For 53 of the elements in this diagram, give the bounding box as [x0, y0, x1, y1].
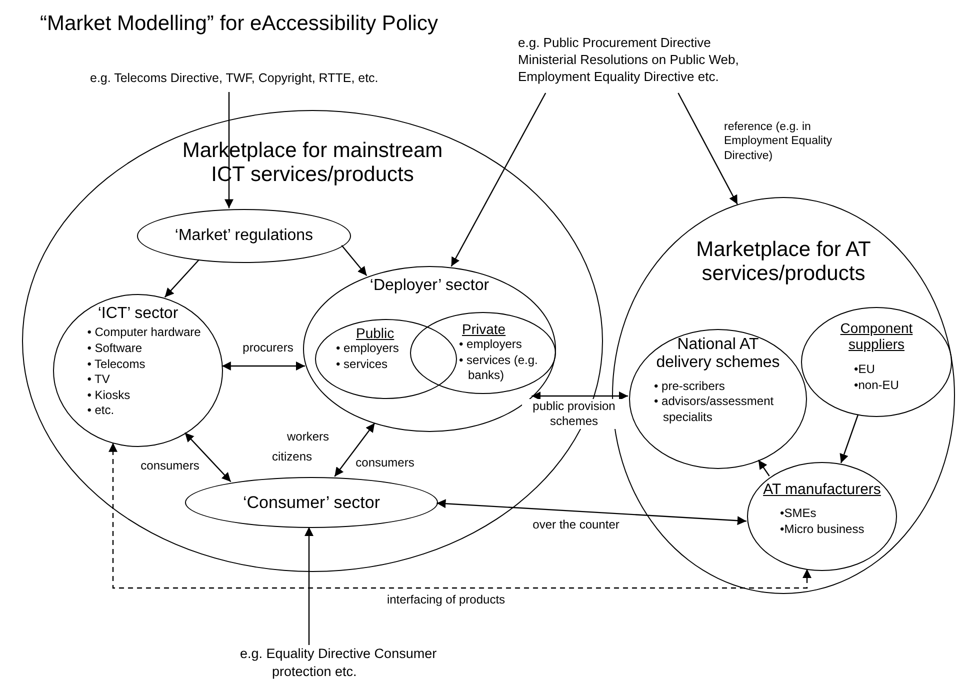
bullet-item: • Software [87, 340, 144, 357]
bullet-item: • employers [336, 341, 400, 357]
arrow [532, 392, 628, 400]
note-text: e.g. Public Procurement Directive Ministerial Resolutions on Public Web, Employment Equality Directive etc. [518, 35, 740, 86]
bullet-item: • TV [87, 372, 111, 388]
bullet-item: •SMEs [780, 506, 818, 522]
bullet-item: • pre-scribers [654, 378, 726, 394]
subsector-oval [410, 312, 556, 394]
diagram-title: “Market Modelling” for eAccessibility Policy [40, 12, 438, 36]
arrow [334, 422, 376, 477]
bullet-item: • Computer hardware [87, 325, 201, 341]
node-heading: ‘ICT’ sector [98, 305, 178, 324]
node-heading: ‘Market’ regulations [174, 226, 314, 246]
node-heading: Public [356, 325, 394, 342]
sector-oval [185, 477, 438, 528]
regulation-oval [137, 209, 351, 263]
edge-label: interfacing of products [384, 592, 508, 608]
arrow [840, 414, 859, 464]
dashed-arrow [108, 442, 812, 589]
scheme-oval [629, 329, 807, 469]
bullet-item: • services (e.g. banks) [459, 352, 539, 384]
node-heading: ‘Deployer’ sector [370, 277, 490, 296]
note-text: e.g. Telecoms Directive, TWF, Copyright, RTTE, etc. [90, 70, 380, 86]
sector-circle [53, 294, 223, 447]
node-heading: Marketplace for AT services/products [695, 238, 872, 286]
arrow [222, 362, 305, 370]
node-heading: AT manufacturers [763, 481, 881, 498]
node-heading: National AT delivery schemes [655, 336, 781, 373]
manufacturer-oval [747, 462, 897, 571]
arrow [678, 92, 738, 205]
note-text: e.g. Equality Directive Consumer protection etc. [240, 645, 438, 680]
bullet-item: • services [336, 356, 389, 372]
node-heading: ‘Consumer’ sector [243, 492, 380, 512]
arrow [224, 92, 234, 208]
bullet-item: • employers [459, 337, 523, 353]
bullet-item: • etc. [87, 403, 116, 419]
arrow [758, 460, 770, 476]
bullet-item: •non-EU [854, 378, 899, 394]
node-heading: Component suppliers [839, 320, 914, 352]
subsector-oval [315, 319, 457, 399]
arrow [450, 92, 546, 267]
bullet-item: • Telecoms [87, 356, 146, 372]
bullet-item: • Kiosks [87, 388, 132, 404]
bullet-item: • advisors/assessment specialits [654, 394, 775, 426]
arrow [304, 527, 314, 645]
bullet-item: •EU [854, 362, 876, 378]
bullet-item: •Micro business [780, 522, 864, 538]
arrow [436, 499, 746, 526]
arrow [164, 259, 200, 298]
supplier-oval [801, 307, 952, 417]
arrow [341, 245, 368, 276]
node-heading: Private [462, 321, 506, 338]
arrow [184, 432, 232, 482]
